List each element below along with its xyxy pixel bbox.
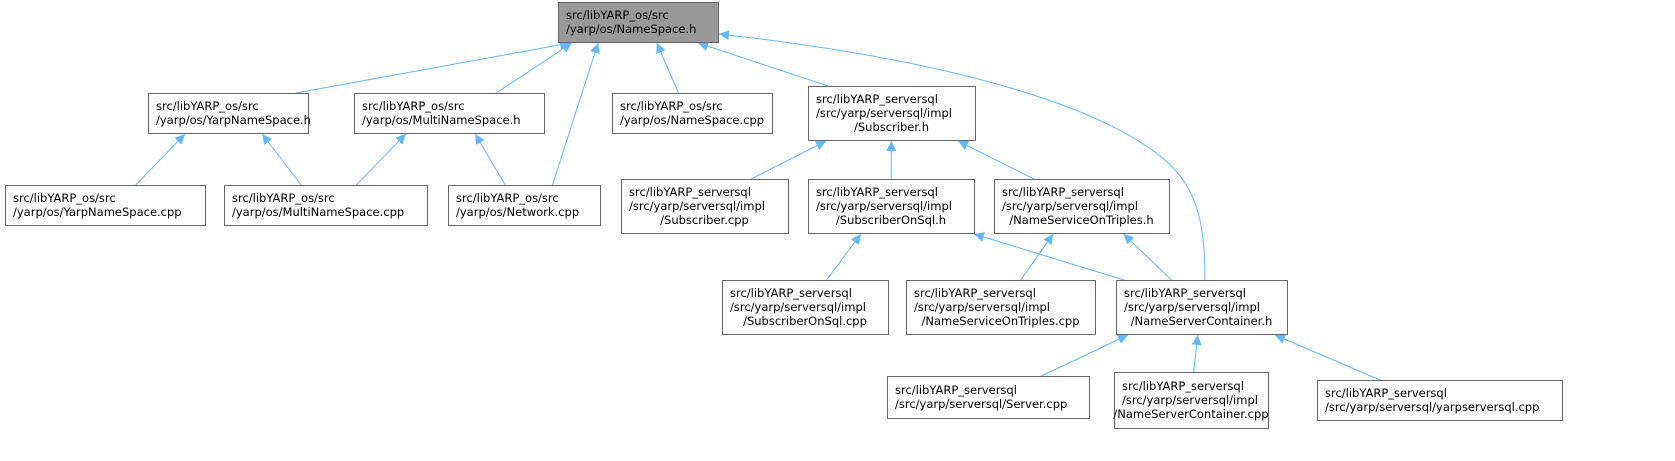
node-label-line: src/libYARP_serversql <box>895 383 1017 397</box>
graph-node-sub_h[interactable]: src/libYARP_serversql/src/yarp/serversql… <box>808 86 976 141</box>
edge-mns_cpp-to-mns_h <box>356 133 407 186</box>
node-label-line: /src/yarp/serversql/impl <box>629 199 765 213</box>
node-box <box>558 2 719 43</box>
node-label-line: /src/yarp/serversql/impl <box>816 199 952 213</box>
node-box <box>621 179 789 234</box>
edge-sub_h-to-root <box>697 41 829 87</box>
graph-node-mns_cpp[interactable]: src/libYARP_os/src/yarp/os/MultiNameSpac… <box>224 185 428 226</box>
node-label-line: src/libYARP_serversql <box>1122 379 1244 393</box>
graph-node-net_cpp[interactable]: src/libYARP_os/src/yarp/os/Network.cpp <box>448 185 601 226</box>
node-box <box>1116 280 1288 335</box>
graph-node-nsc_cpp[interactable]: src/libYARP_serversql/src/yarp/serversql… <box>1113 372 1269 429</box>
node-box <box>808 179 975 234</box>
edge-nsc_h-to-nsot_h <box>1123 233 1172 281</box>
edge-mns_h-to-root <box>495 42 573 94</box>
edge-net_cpp-to-root <box>552 42 600 186</box>
edge-ns_cpp-to-root <box>656 42 679 94</box>
node-label-line: src/libYARP_os/src <box>456 191 559 205</box>
node-label-line: /yarp/os/NameSpace.cpp <box>620 113 764 127</box>
graph-node-yns_cpp[interactable]: src/libYARP_os/src/yarp/os/YarpNameSpace… <box>5 185 206 226</box>
node-label-line: /yarp/os/YarpNameSpace.cpp <box>13 205 182 219</box>
node-label-line: /Subscriber.cpp <box>660 213 749 227</box>
node-label-line: src/libYARP_os/src <box>620 99 723 113</box>
graph-node-server_cpp[interactable]: src/libYARP_serversql/src/yarp/serversql… <box>887 376 1090 419</box>
graph-node-ysql_cpp[interactable]: src/libYARP_serversql/src/yarp/serversql… <box>1317 380 1563 421</box>
edge-nsc_h-to-subsql_h <box>973 232 1125 281</box>
node-label-line: /src/yarp/serversql/impl <box>914 300 1050 314</box>
node-label-line: /yarp/os/Network.cpp <box>456 205 579 219</box>
node-label-line: src/libYARP_serversql <box>629 185 751 199</box>
edge-yns_h-to-root <box>295 39 571 94</box>
node-box <box>354 93 545 134</box>
node-box <box>994 179 1170 234</box>
node-label-line: src/libYARP_serversql <box>1325 386 1447 400</box>
node-label-line: /yarp/os/YarpNameSpace.h <box>156 113 311 127</box>
node-label-line: /src/yarp/serversql/impl <box>730 300 866 314</box>
node-label-line: /src/yarp/serversql/impl <box>816 106 952 120</box>
node-label-line: /src/yarp/serversql/impl <box>1122 393 1258 407</box>
node-label-line: /NameServerContainer.h <box>1131 314 1273 328</box>
graph-node-subsql_h[interactable]: src/libYARP_serversql/src/yarp/serversql… <box>808 179 975 234</box>
edge-nsc_h-to-root <box>718 30 1206 281</box>
edge-sub_cpp-to-sub_h <box>751 140 827 180</box>
node-box <box>722 280 889 335</box>
edge-net_cpp-to-mns_h <box>474 133 506 186</box>
node-label-line: /yarp/os/NameSpace.h <box>566 22 696 36</box>
graph-node-nsot_cpp[interactable]: src/libYARP_serversql/src/yarp/serversql… <box>906 280 1096 335</box>
node-label-line: src/libYARP_serversql <box>1002 185 1124 199</box>
node-label-line: src/libYARP_serversql <box>1124 286 1246 300</box>
graph-node-sub_cpp[interactable]: src/libYARP_serversql/src/yarp/serversql… <box>621 179 789 234</box>
edges-layer <box>135 30 1381 381</box>
graph-node-nsot_h[interactable]: src/libYARP_serversql/src/yarp/serversql… <box>994 179 1170 234</box>
node-label-line: /Subscriber.h <box>854 120 929 134</box>
node-label-line: src/libYARP_os/src <box>13 191 116 205</box>
edge-mns_cpp-to-yns_h <box>261 133 302 186</box>
graph-node-yns_h[interactable]: src/libYARP_os/src/yarp/os/YarpNameSpace… <box>148 93 311 134</box>
node-box <box>1317 380 1563 421</box>
graph-node-ns_cpp[interactable]: src/libYARP_os/src/yarp/os/NameSpace.cpp <box>612 93 773 134</box>
graph-node-root[interactable]: src/libYARP_os/src/yarp/os/NameSpace.h <box>558 2 719 43</box>
graph-node-mns_h[interactable]: src/libYARP_os/src/yarp/os/MultiNameSpac… <box>354 93 545 134</box>
node-label-line: /NameServiceOnTriples.cpp <box>921 314 1079 328</box>
edge-nsc_cpp-to-nsc_h <box>1191 334 1202 373</box>
node-box <box>612 93 773 134</box>
node-box <box>887 376 1090 419</box>
node-label-line: /src/yarp/serversql/impl <box>1124 300 1260 314</box>
edge-yns_cpp-to-yns_h <box>135 133 186 186</box>
node-label-line: /NameServerContainer.cpp <box>1113 407 1268 421</box>
edge-nsot_h-to-sub_h <box>957 140 1035 180</box>
node-label-line: /yarp/os/MultiNameSpace.cpp <box>232 205 404 219</box>
node-label-line: /NameServiceOnTriples.h <box>1009 213 1153 227</box>
node-label-line: src/libYARP_os/src <box>362 99 465 113</box>
node-box <box>224 185 428 226</box>
edge-server_cpp-to-nsc_h <box>1041 334 1129 377</box>
node-label-line: src/libYARP_serversql <box>730 286 852 300</box>
node-label-line: /src/yarp/serversql/Server.cpp <box>895 397 1067 411</box>
graph-node-subsql_cpp[interactable]: src/libYARP_serversql/src/yarp/serversql… <box>722 280 889 335</box>
node-label-line: /src/yarp/serversql/impl <box>1002 199 1138 213</box>
node-label-line: /yarp/os/MultiNameSpace.h <box>362 113 521 127</box>
node-label-line: src/libYARP_os/src <box>156 99 259 113</box>
node-label-line: /src/yarp/serversql/yarpserversql.cpp <box>1325 400 1539 414</box>
node-label-line: src/libYARP_serversql <box>914 286 1036 300</box>
node-label-line: /SubscriberOnSql.h <box>836 213 946 227</box>
edge-subsql_cpp-to-subsql_h <box>826 233 862 281</box>
graph-node-nsc_h[interactable]: src/libYARP_serversql/src/yarp/serversql… <box>1116 280 1288 335</box>
node-label-line: /SubscriberOnSql.cpp <box>743 314 867 328</box>
edge-ysql_cpp-to-nsc_h <box>1274 334 1381 381</box>
node-label-line: src/libYARP_serversql <box>816 92 938 106</box>
nodes-layer: src/libYARP_os/src/yarp/os/NameSpace.hsr… <box>5 2 1563 429</box>
node-box <box>5 185 206 226</box>
node-label-line: src/libYARP_os/src <box>232 191 335 205</box>
node-label-line: src/libYARP_os/src <box>566 8 669 22</box>
node-box <box>808 86 976 141</box>
node-box <box>448 185 601 226</box>
node-box <box>1114 372 1269 429</box>
node-box <box>148 93 309 134</box>
edge-nsot_cpp-to-nsot_h <box>1020 233 1054 281</box>
node-label-line: src/libYARP_serversql <box>816 185 938 199</box>
node-box <box>906 280 1096 335</box>
